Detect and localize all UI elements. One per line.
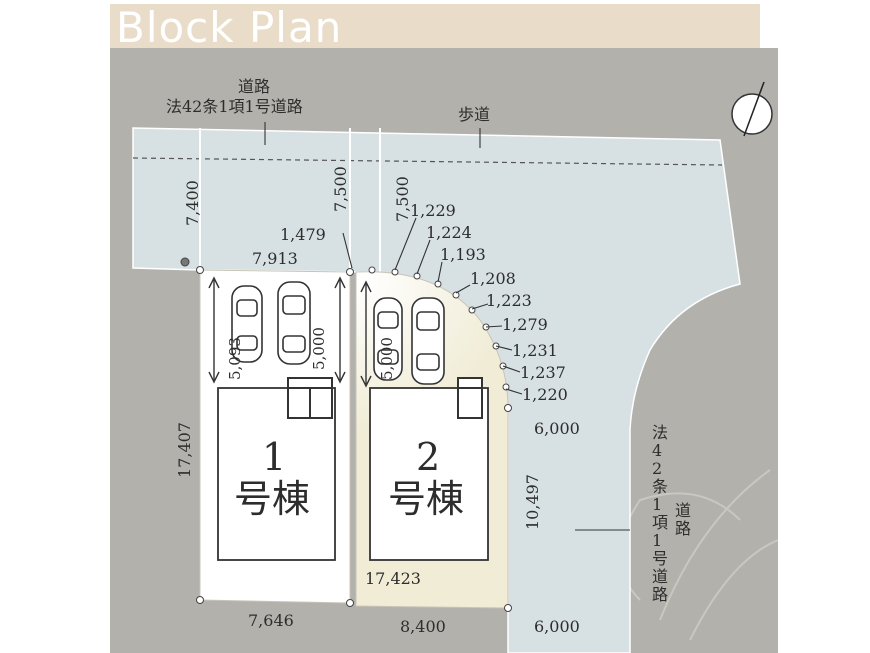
building-1-label: 号棟 bbox=[234, 477, 310, 521]
dim-corner-7: 1,279 bbox=[502, 315, 548, 334]
title-bar bbox=[110, 4, 760, 48]
top-road-label: 道路 bbox=[238, 77, 270, 96]
car-icon bbox=[277, 281, 311, 365]
building-1-number: 1 bbox=[262, 435, 286, 479]
door-icon bbox=[457, 377, 483, 419]
block-plan: 道路 法42条1項1号道路 歩道 7,400 7,500 7,500 7,913… bbox=[110, 48, 778, 653]
dim-corner-6: 1,223 bbox=[486, 291, 532, 310]
door-icon bbox=[287, 377, 333, 419]
dim-corner-3: 1,224 bbox=[426, 223, 472, 242]
dim-corner-9: 1,237 bbox=[520, 363, 566, 382]
building-2-number: 2 bbox=[416, 435, 440, 479]
page-title: Block Plan bbox=[116, 3, 343, 52]
dim-right-road-upper: 6,000 bbox=[534, 419, 580, 438]
dim-parking1-b: 5,000 bbox=[310, 327, 328, 370]
right-road-label: 道路 bbox=[675, 501, 691, 538]
dim-corner-1: 1,479 bbox=[280, 225, 326, 244]
sidewalk-label: 歩道 bbox=[458, 105, 490, 124]
dim-parking1-a: 5,093 bbox=[226, 337, 244, 380]
car-icon bbox=[411, 297, 445, 385]
north-arrow-icon bbox=[731, 81, 773, 137]
dim-corner-4: 1,193 bbox=[440, 245, 486, 264]
car-icon bbox=[231, 285, 263, 363]
top-road-law-label: 法42条1項1号道路 bbox=[166, 97, 303, 116]
dim-corner-2: 1,229 bbox=[410, 201, 456, 220]
dim-parking2: 5,000 bbox=[378, 337, 396, 380]
sidewalk-line bbox=[132, 157, 723, 166]
dim-lot2-right: 10,497 bbox=[523, 474, 542, 530]
dim-corner-8: 1,231 bbox=[512, 341, 558, 360]
decorative-flourish bbox=[619, 469, 778, 641]
dim-lot1-depth: 17,407 bbox=[175, 422, 194, 478]
dim-lot2-bottom-inner: 17,423 bbox=[365, 569, 421, 588]
dim-road-width-left: 7,400 bbox=[183, 180, 202, 226]
dim-corner-10: 1,220 bbox=[522, 385, 568, 404]
dim-road-width-mid: 7,500 bbox=[331, 166, 350, 212]
dim-lot2-bottom: 8,400 bbox=[400, 617, 446, 636]
corner-leaders bbox=[264, 122, 630, 531]
dim-right-road-lower: 6,000 bbox=[534, 617, 580, 636]
dim-lot1-bottom: 7,646 bbox=[248, 611, 294, 630]
dim-lot1-top: 7,913 bbox=[252, 249, 298, 268]
car-icon bbox=[373, 297, 403, 381]
dim-road-width-right: 7,500 bbox=[393, 176, 412, 222]
parking-arrows bbox=[208, 276, 372, 388]
building-2-label: 号棟 bbox=[388, 477, 464, 521]
dim-corner-5: 1,208 bbox=[470, 269, 516, 288]
